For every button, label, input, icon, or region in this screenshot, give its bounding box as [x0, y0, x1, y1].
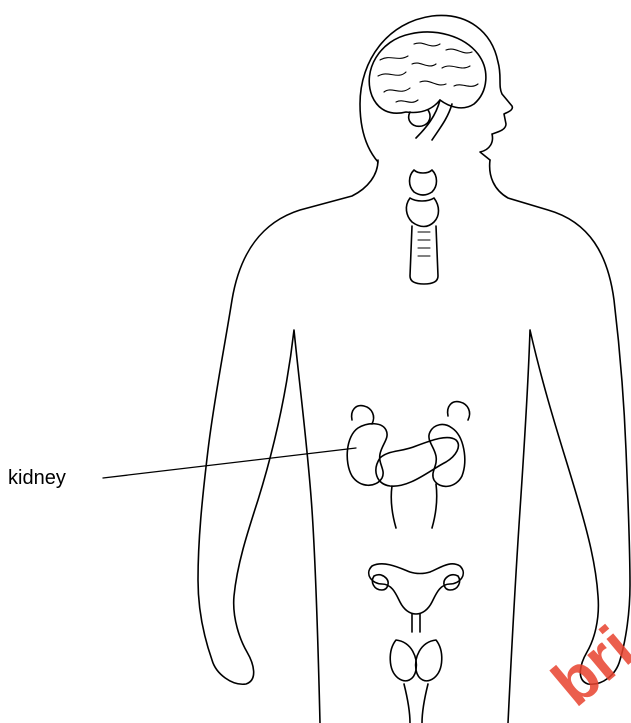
- genital-outline: [404, 684, 428, 723]
- thymus: [406, 198, 438, 227]
- kidney-label: kidney: [8, 468, 66, 488]
- adrenal-left: [352, 406, 374, 424]
- uterus: [369, 564, 464, 614]
- kidney-leader-line: [103, 448, 356, 478]
- brain-outline: [369, 32, 486, 113]
- head-outline: [360, 15, 512, 162]
- kidney-right: [429, 425, 465, 487]
- cervix: [412, 614, 420, 632]
- ureters: [391, 484, 437, 528]
- testis-left: [390, 640, 416, 681]
- body-outline: [198, 160, 630, 723]
- trachea: [410, 226, 438, 284]
- brain-folds: [378, 43, 478, 102]
- testis-right: [416, 640, 442, 681]
- trachea-rings: [418, 232, 430, 256]
- thyroid: [410, 170, 437, 195]
- pancreas: [376, 438, 458, 487]
- kidney-left: [347, 424, 387, 486]
- adrenal-right: [448, 402, 470, 420]
